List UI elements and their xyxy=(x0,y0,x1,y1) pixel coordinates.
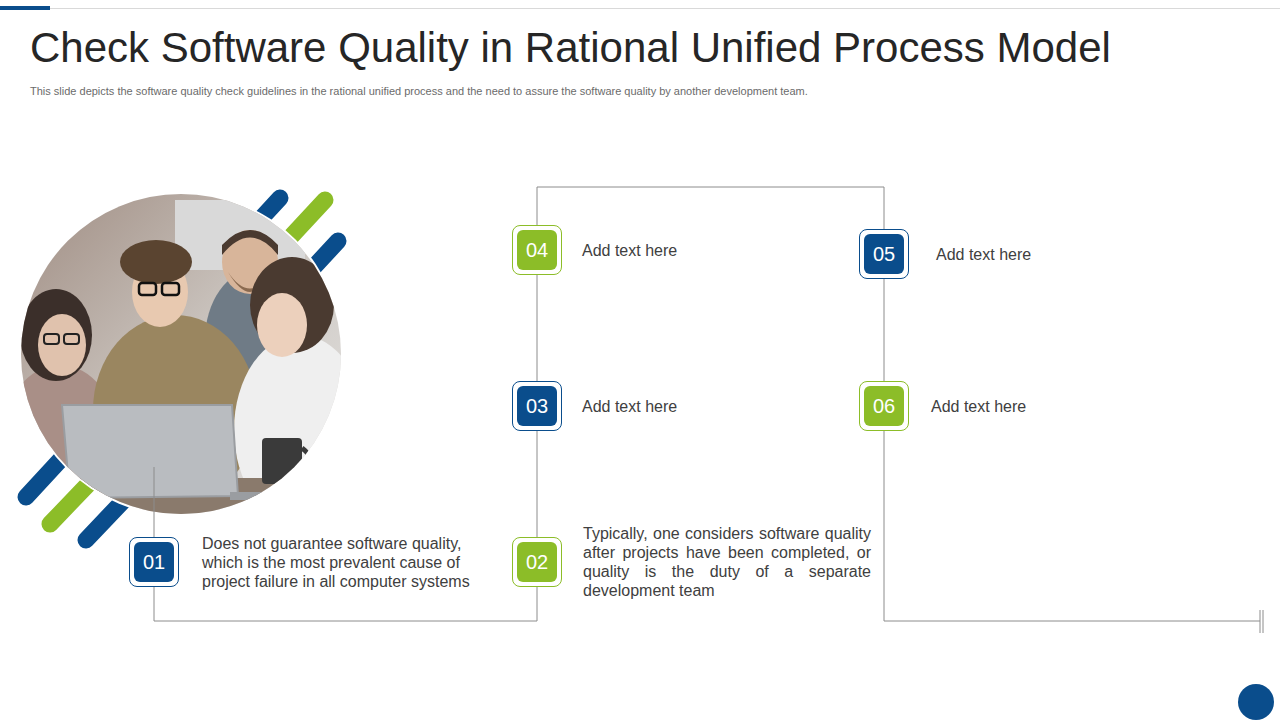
decor-stripe xyxy=(286,200,325,242)
decor-stripe xyxy=(26,458,62,497)
laptop xyxy=(62,405,238,498)
timeline-tail xyxy=(884,431,1260,621)
mug xyxy=(262,438,302,484)
step-badge: 06Add text here xyxy=(859,381,909,431)
badge-fill: 01 xyxy=(134,542,174,582)
step-description: Typically, one considers software qualit… xyxy=(583,524,871,600)
slide-title: Check Software Quality in Rational Unifi… xyxy=(30,24,1111,72)
person-face xyxy=(38,314,86,376)
step-number: 06 xyxy=(873,395,895,417)
team-photo xyxy=(0,180,366,540)
tail-tick xyxy=(1263,610,1264,633)
badge-fill: 05 xyxy=(864,234,904,274)
badge-fill: 03 xyxy=(517,386,557,426)
glasses xyxy=(162,283,179,295)
step-number: 01 xyxy=(143,551,165,573)
step-badge: 03Add text here xyxy=(512,381,562,431)
timeline-connector xyxy=(537,431,538,537)
glasses xyxy=(64,334,79,344)
step-badge: 01Does not guarantee software quality, w… xyxy=(129,537,179,587)
step-badge: 05Add text here xyxy=(859,229,909,279)
badge-fill: 02 xyxy=(517,542,557,582)
step-description: Add text here xyxy=(931,397,1191,416)
step-number: 04 xyxy=(526,239,548,261)
mug-handle xyxy=(302,448,310,472)
step-description: Does not guarantee software quality, whi… xyxy=(202,534,477,591)
timeline-connector xyxy=(154,587,537,621)
step-number: 02 xyxy=(526,551,548,573)
timeline-connector xyxy=(537,187,884,229)
step-badge: 04Add text here xyxy=(512,225,562,275)
glasses xyxy=(139,283,156,295)
accent-bar xyxy=(0,6,50,10)
badge-fill: 06 xyxy=(864,386,904,426)
step-description: Add text here xyxy=(582,241,842,260)
timeline-connector xyxy=(537,275,538,381)
corner-dot xyxy=(1238,684,1274,720)
step-badge: 02Typically, one considers software qual… xyxy=(512,537,562,587)
step-number: 05 xyxy=(873,243,895,265)
step-description: Add text here xyxy=(936,245,1196,264)
leader-line xyxy=(154,467,155,537)
person-hair xyxy=(222,230,278,255)
person-hair xyxy=(120,240,192,284)
decor-stripe xyxy=(86,500,124,540)
glasses xyxy=(44,334,59,344)
person-face xyxy=(257,293,307,357)
laptop-base xyxy=(230,492,290,500)
badge-fill: 04 xyxy=(517,230,557,270)
slide-caption: This slide depicts the software quality … xyxy=(30,85,808,98)
tail-tick xyxy=(1260,610,1261,633)
timeline-connector xyxy=(884,279,885,381)
header-rule xyxy=(50,8,1280,9)
decor-stripe xyxy=(313,241,338,268)
person-body xyxy=(234,335,366,525)
step-number: 03 xyxy=(526,395,548,417)
person-hair xyxy=(20,289,92,381)
step-description: Add text here xyxy=(582,397,842,416)
